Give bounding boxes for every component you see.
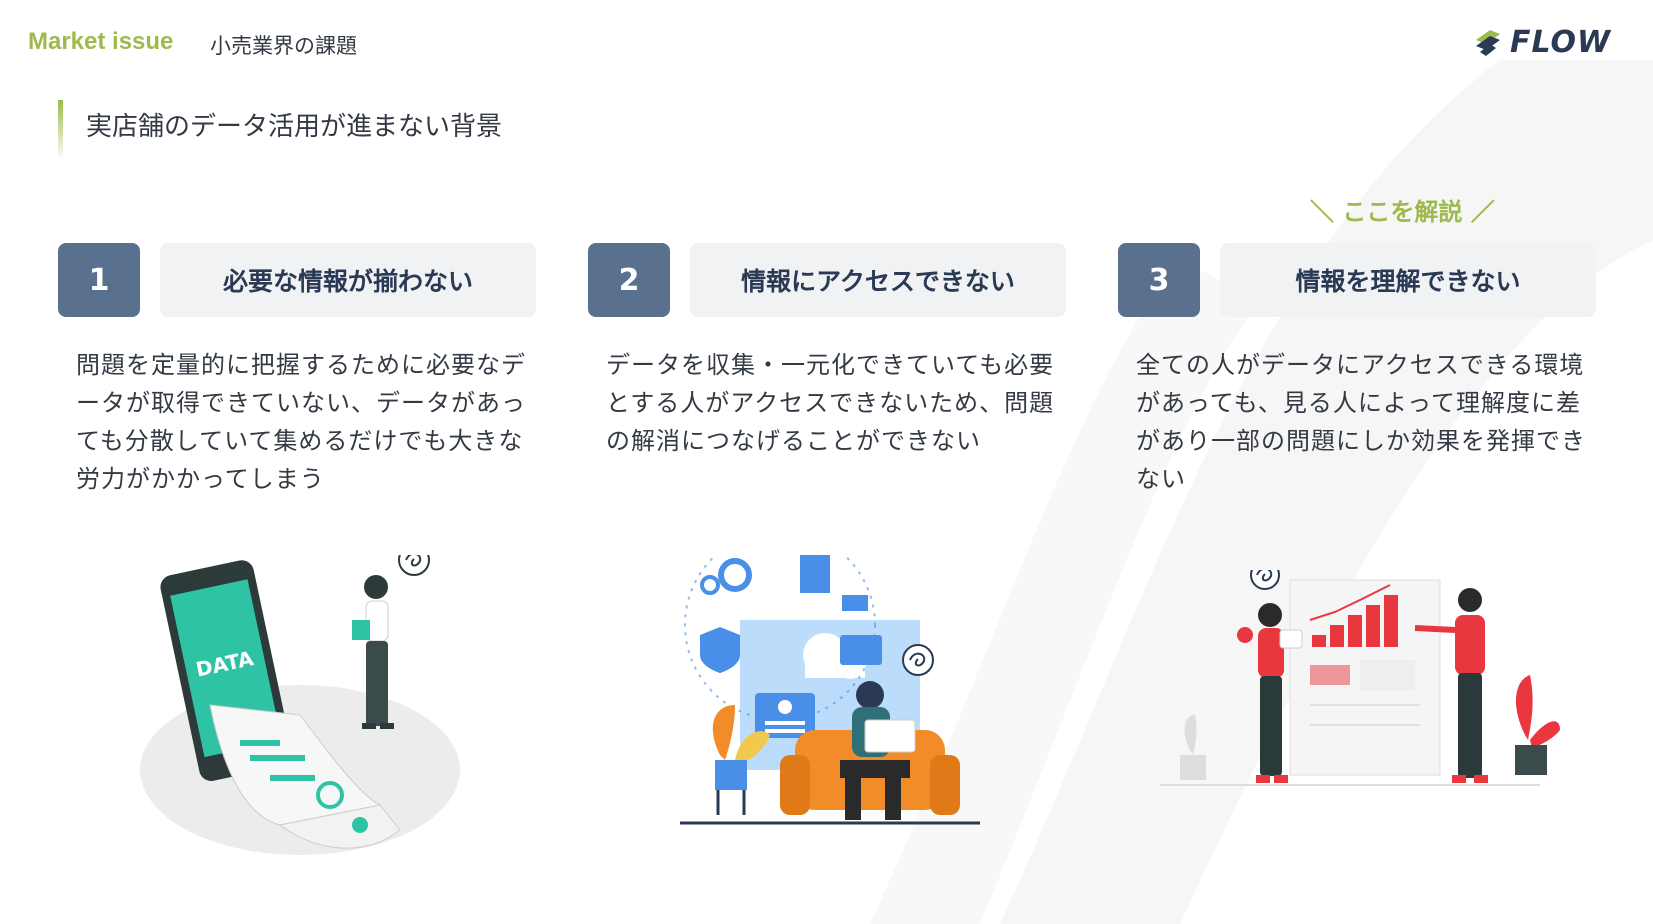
section-accent-bar <box>58 100 63 158</box>
issue-title: 情報を理解できない <box>1220 243 1596 317</box>
issue-title: 情報にアクセスできない <box>690 243 1066 317</box>
chart-presentation-illustration <box>1160 570 1560 786</box>
header-subtitle: 小売業界の課題 <box>210 34 357 58</box>
data-printout-illustration: DATA <box>140 555 460 855</box>
issue-number: 3 <box>1118 243 1200 317</box>
issue-description: 問題を定量的に把握するために必要なデータが取得できていない、データがあっても分散… <box>76 351 526 493</box>
callout-label: ＼ ここを解説 ／ <box>1310 198 1495 226</box>
issue-number: 2 <box>588 243 670 317</box>
issue-number: 1 <box>58 243 140 317</box>
issue-title: 必要な情報が揃わない <box>160 243 536 317</box>
flow-logo-icon <box>1476 30 1500 56</box>
section-title: 実店舗のデータ活用が進まない背景 <box>86 112 503 142</box>
logo-text: FLOW <box>1510 24 1612 60</box>
issue-description: データを収集・一元化できていても必要とする人がアクセスできないため、問題の解消に… <box>606 351 1055 455</box>
issue-description: 全ての人がデータにアクセスできる環境があっても、見る人によって理解度に差があり一… <box>1136 351 1586 493</box>
flow-logo: FLOW <box>1472 22 1622 62</box>
cloud-access-illustration <box>680 555 980 825</box>
header-kicker: Market issue <box>28 28 174 55</box>
